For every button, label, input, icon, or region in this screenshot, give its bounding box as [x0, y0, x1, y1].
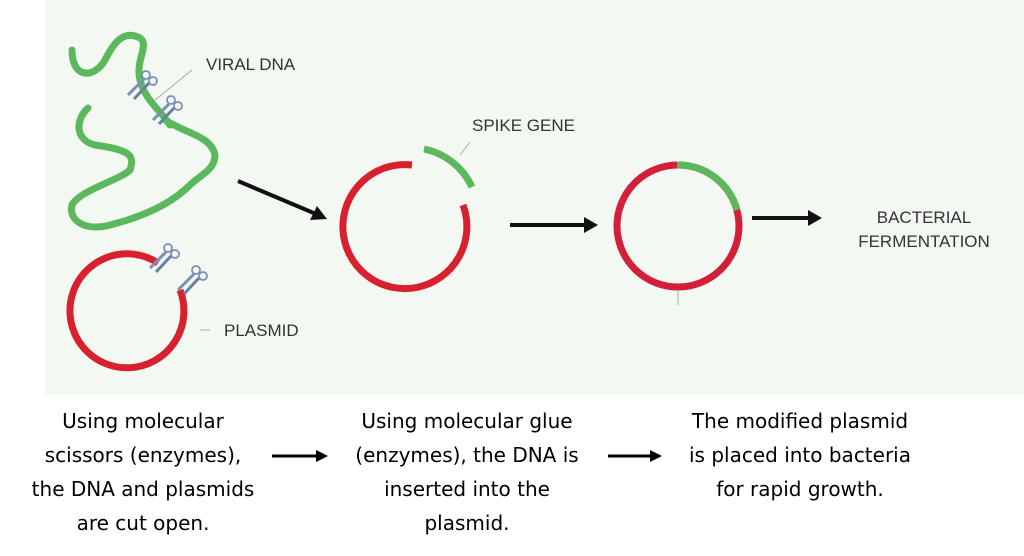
- spike-gene-segment: [423, 145, 476, 189]
- caption-step-2: Using molecular glue (enzymes), the DNA …: [317, 404, 617, 540]
- label-plasmid: PLASMID: [224, 321, 299, 340]
- viral-dna-strand-main: [67, 104, 219, 231]
- caption-line: for rapid growth.: [716, 477, 884, 501]
- caption-line: (enzymes), the DNA is: [355, 443, 579, 467]
- caption-arrow-1-head: [316, 450, 328, 462]
- caption-line: inserted into the: [384, 477, 550, 501]
- viral-dna-leader: [154, 69, 193, 101]
- caption-line: are cut open.: [76, 511, 210, 535]
- caption-line: plasmid.: [424, 511, 510, 535]
- diagram-panel: [45, 0, 1024, 395]
- caption-line: The modified plasmid: [691, 409, 909, 433]
- caption-line: Using molecular: [62, 409, 224, 433]
- arrow-3-head: [808, 210, 822, 226]
- caption-arrow-2-head: [650, 450, 662, 462]
- caption-line: Using molecular glue: [361, 409, 573, 433]
- caption-step-3: The modified plasmid is placed into bact…: [650, 404, 950, 506]
- label-bacterial: BACTERIAL: [877, 208, 971, 227]
- caption-line: scissors (enzymes),: [44, 443, 242, 467]
- caption-line: is placed into bacteria: [689, 443, 911, 467]
- arrow-2-head: [584, 217, 598, 233]
- plasmid-ring: [66, 250, 188, 372]
- label-spike-gene: SPIKE GENE: [472, 116, 575, 135]
- caption-line: the DNA and plasmids: [31, 477, 255, 501]
- label-fermentation: FERMENTATION: [858, 232, 990, 251]
- inserted-spike-segment: [676, 161, 741, 212]
- spike-gene-leader: [459, 141, 471, 156]
- arrow-1-head: [310, 206, 327, 220]
- caption-step-1: Using molecular scissors (enzymes), the …: [0, 404, 293, 540]
- open-plasmid-ring: [339, 161, 471, 293]
- arrow-1: [237, 179, 317, 216]
- label-viral-dna: VIRAL DNA: [206, 55, 296, 74]
- viral-dna-strand-top: [68, 31, 174, 129]
